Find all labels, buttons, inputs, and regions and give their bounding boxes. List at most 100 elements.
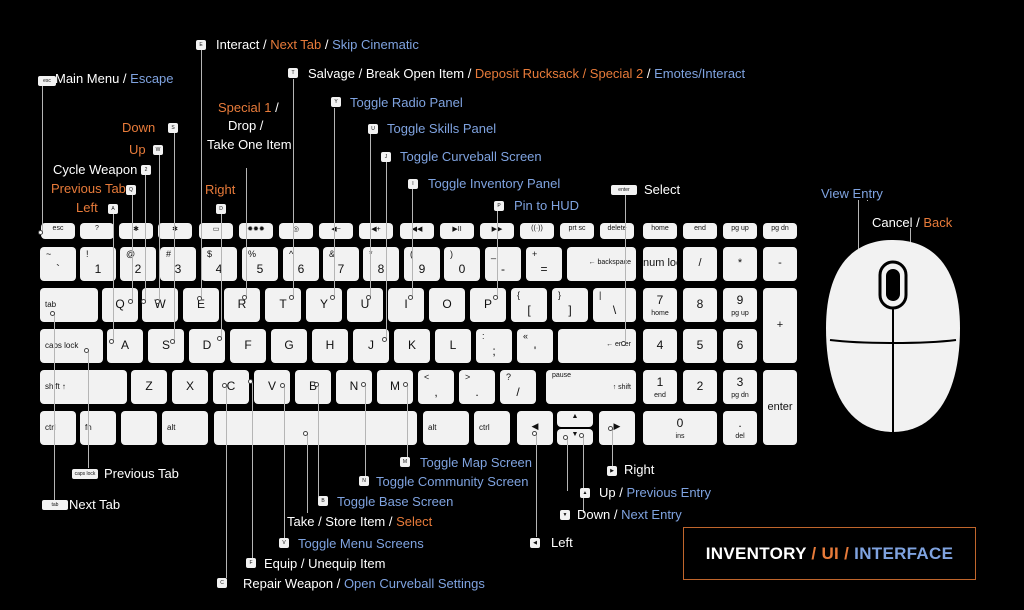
key-npdiv[interactable]: / — [683, 247, 717, 281]
key-right[interactable]: ▶ — [599, 411, 635, 445]
key-pgdn[interactable]: pg dn — [763, 223, 797, 239]
key-w[interactable]: W — [142, 288, 178, 322]
key-k1[interactable]: !1 — [80, 247, 116, 281]
key-x[interactable]: X — [172, 370, 208, 404]
key-np5[interactable]: 5 — [683, 329, 717, 363]
key-quote[interactable]: «' — [517, 329, 553, 363]
key-npenter[interactable]: enter — [763, 370, 797, 445]
key-f5[interactable]: ✹✹✹ — [239, 223, 273, 239]
key-k6[interactable]: ^6 — [283, 247, 319, 281]
key-k5[interactable]: %5 — [242, 247, 278, 281]
key-pgup[interactable]: pg up — [723, 223, 757, 239]
key-rctrl[interactable]: ctrl — [474, 411, 510, 445]
key-tilde[interactable]: ~` — [40, 247, 76, 281]
key-p[interactable]: P — [470, 288, 506, 322]
key-g[interactable]: G — [271, 329, 307, 363]
key-numlock[interactable]: num lock — [643, 247, 677, 281]
key-j[interactable]: J — [353, 329, 389, 363]
key-period[interactable]: >. — [459, 370, 495, 404]
key-backspace[interactable]: ← backspace — [567, 247, 636, 281]
key-n[interactable]: N — [336, 370, 372, 404]
key-rbr[interactable]: }] — [552, 288, 588, 322]
key-t[interactable]: T — [265, 288, 301, 322]
key-y[interactable]: Y — [306, 288, 342, 322]
key-i[interactable]: I — [388, 288, 424, 322]
key-win[interactable] — [121, 411, 157, 445]
key-k2[interactable]: @2 — [120, 247, 156, 281]
key-f2[interactable]: ✱ — [119, 223, 153, 239]
key-f12[interactable]: ((·)) — [520, 223, 554, 239]
key-c-main: C — [226, 379, 236, 393]
key-f7[interactable]: ◀− — [319, 223, 353, 239]
key-r[interactable]: R — [224, 288, 260, 322]
key-f6[interactable]: ◎ — [279, 223, 313, 239]
label-takeone: Take One Item — [207, 137, 292, 152]
key-f[interactable]: F — [230, 329, 266, 363]
key-alt[interactable]: alt — [162, 411, 208, 445]
label-prevtab-caps: Previous Tab — [104, 466, 179, 481]
key-np2[interactable]: 2 — [683, 370, 717, 404]
key-down[interactable]: ▼ — [557, 429, 593, 445]
key-rshift[interactable]: pause↑ shift — [546, 370, 636, 404]
key-o[interactable]: O — [429, 288, 465, 322]
key-f3[interactable]: ✱ — [158, 223, 192, 239]
key-semi[interactable]: :; — [476, 329, 512, 363]
key-equal[interactable]: += — [526, 247, 562, 281]
key-npsub[interactable]: - — [763, 247, 797, 281]
key-c[interactable]: C — [213, 370, 249, 404]
key-up[interactable]: ▲ — [557, 411, 593, 427]
key-k9[interactable]: (9 — [404, 247, 440, 281]
key-h[interactable]: H — [312, 329, 348, 363]
key-k7[interactable]: &7 — [323, 247, 359, 281]
key-lbr[interactable]: {[ — [511, 288, 547, 322]
key-k0[interactable]: )0 — [444, 247, 480, 281]
key-f9[interactable]: ◀◀ — [400, 223, 434, 239]
key-bslash[interactable]: |\ — [593, 288, 636, 322]
key-comma[interactable]: <, — [418, 370, 454, 404]
key-np4[interactable]: 4 — [643, 329, 677, 363]
key-s[interactable]: S — [148, 329, 184, 363]
key-left[interactable]: ◀ — [517, 411, 553, 445]
key-npmul[interactable]: * — [723, 247, 757, 281]
key-fn[interactable]: fn — [80, 411, 116, 445]
key-ctrl[interactable]: ctrl — [40, 411, 76, 445]
key-f10[interactable]: ▶II — [440, 223, 474, 239]
key-esc[interactable]: esc — [41, 223, 75, 239]
key-b[interactable]: B — [295, 370, 331, 404]
key-np6[interactable]: 6 — [723, 329, 757, 363]
key-npadd[interactable]: + — [763, 288, 797, 363]
key-minus[interactable]: _- — [485, 247, 521, 281]
key-d[interactable]: D — [189, 329, 225, 363]
key-k4[interactable]: $4 — [201, 247, 237, 281]
key-tab[interactable]: tab — [40, 288, 98, 322]
key-altgr[interactable]: alt — [423, 411, 469, 445]
key-delete[interactable]: delete — [600, 223, 634, 239]
label-left-a: Left — [76, 200, 98, 215]
key-k[interactable]: K — [394, 329, 430, 363]
key-f4[interactable]: ▭ — [199, 223, 233, 239]
key-u[interactable]: U — [347, 288, 383, 322]
key-prtsc[interactable]: prt sc — [560, 223, 594, 239]
key-caps[interactable]: caps lock — [40, 329, 103, 363]
key-k3[interactable]: #3 — [160, 247, 196, 281]
key-enter[interactable]: ← enter — [558, 329, 636, 363]
key-npdel[interactable]: .del — [723, 411, 757, 445]
key-home[interactable]: home — [643, 223, 677, 239]
key-period-main: . — [475, 385, 479, 399]
key-k8[interactable]: *8 — [363, 247, 399, 281]
key-slash[interactable]: ?/ — [500, 370, 536, 404]
leader-dot — [303, 431, 308, 436]
leader-dot — [197, 296, 202, 301]
key-space[interactable] — [214, 411, 417, 445]
key-z[interactable]: Z — [131, 370, 167, 404]
key-np8[interactable]: 8 — [683, 288, 717, 322]
key-end[interactable]: end — [683, 223, 717, 239]
key-f1[interactable]: ? — [80, 223, 114, 239]
key-f8[interactable]: ◀+ — [359, 223, 393, 239]
key-l[interactable]: L — [435, 329, 471, 363]
